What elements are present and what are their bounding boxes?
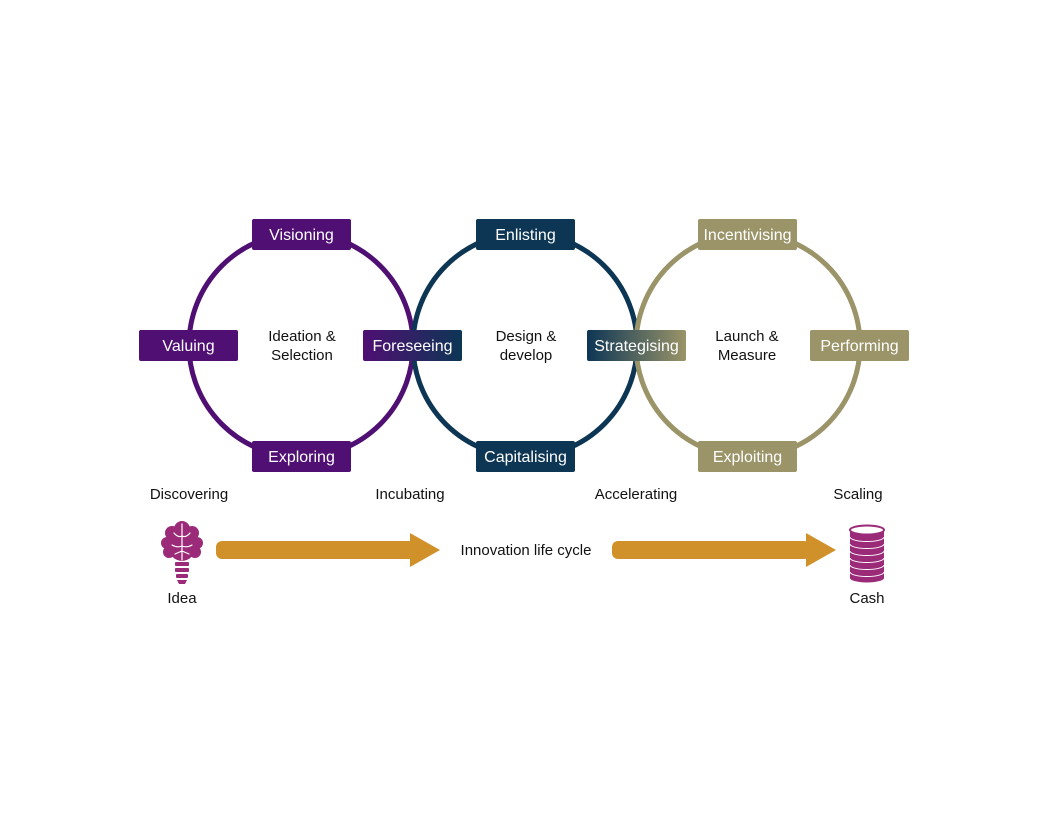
cycle-center-ideation-line2: Selection: [271, 347, 333, 364]
label-capitalising: Capitalising: [484, 449, 567, 466]
label-box-valuing: Valuing: [139, 330, 238, 361]
cash-label: Cash: [849, 590, 884, 607]
label-foreseeing: Foreseeing: [372, 338, 452, 355]
label-valuing: Valuing: [162, 338, 214, 355]
idea-label: Idea: [167, 590, 197, 607]
label-box-foreseeing: Foreseeing: [363, 330, 462, 361]
label-incentivising: Incentivising: [703, 227, 791, 244]
lifecycle-label: Innovation life cycle: [461, 542, 592, 559]
label-visioning: Visioning: [269, 227, 334, 244]
label-box-exploiting: Exploiting: [698, 441, 797, 472]
cycle-center-launch-line1: Launch &: [715, 328, 778, 345]
stage-label-discovering: Discovering: [150, 486, 228, 503]
cycle-center-design-line1: Design &: [496, 328, 557, 345]
brain-lightbulb-icon: [161, 521, 203, 584]
label-performing: Performing: [820, 338, 898, 355]
label-box-incentivising: Incentivising: [698, 219, 797, 250]
stage-label-incubating: Incubating: [375, 486, 444, 503]
cycle-center-launch-line2: Measure: [718, 347, 776, 364]
lifecycle-arrow-right: [612, 533, 836, 567]
label-box-visioning: Visioning: [252, 219, 351, 250]
stage-label-scaling: Scaling: [833, 486, 882, 503]
label-exploiting: Exploiting: [713, 449, 782, 466]
label-box-enlisting: Enlisting: [476, 219, 575, 250]
label-box-strategising: Strategising: [587, 330, 686, 361]
label-exploring: Exploring: [268, 449, 335, 466]
label-strategising: Strategising: [594, 338, 679, 355]
label-box-capitalising: Capitalising: [476, 441, 575, 472]
stage-label-accelerating: Accelerating: [595, 486, 678, 503]
label-box-performing: Performing: [810, 330, 909, 361]
label-box-exploring: Exploring: [252, 441, 351, 472]
label-enlisting: Enlisting: [495, 227, 555, 244]
lifecycle-arrow-left: [216, 533, 440, 567]
cycle-center-design-line2: develop: [500, 347, 553, 364]
cycle-center-ideation-line1: Ideation &: [268, 328, 336, 345]
coin-stack-icon: [849, 524, 885, 583]
